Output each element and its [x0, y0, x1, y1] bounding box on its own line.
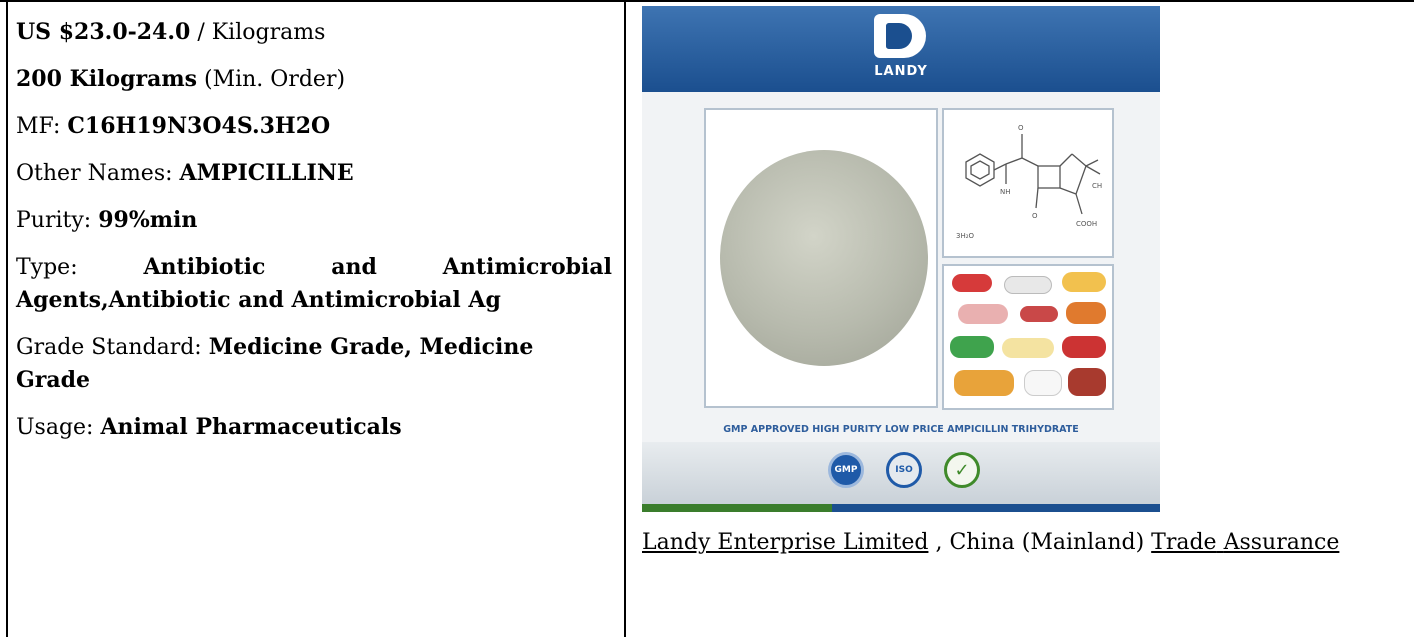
type-value-word2: and — [331, 254, 377, 280]
grade-row-line1: Grade Standard: Medicine Grade, Medicine — [16, 331, 612, 364]
trade-word: Trade — [1151, 530, 1217, 555]
usage-value: Animal Pharmaceuticals — [100, 414, 402, 440]
landy-logo-icon — [874, 14, 926, 58]
other-names-label: Other Names: — [16, 161, 173, 186]
company-link[interactable]: Landy Enterprise Limited — [642, 530, 929, 555]
pill-icon — [1066, 302, 1106, 324]
min-order-row: 200 Kilograms (Min. Order) — [16, 63, 612, 96]
structure-icon: O NH O COOH CH 3H₂O — [956, 124, 1102, 240]
pill-icon — [1062, 336, 1106, 358]
assurance-word: Assurance — [1223, 530, 1340, 555]
min-order-value: 200 Kilograms — [16, 66, 197, 92]
pill-icon — [1002, 338, 1054, 358]
mf-label: MF: — [16, 114, 61, 139]
pill-icon — [1062, 272, 1106, 292]
svg-text:NH: NH — [1000, 188, 1011, 196]
gmp-badge-icon: GMP — [828, 452, 864, 488]
grade-value-line2: Grade — [16, 367, 91, 393]
type-label: Type: — [16, 255, 78, 280]
product-image-cell: LANDY — [632, 6, 1408, 560]
tablets-photo — [942, 264, 1114, 410]
mf-value: C16H19N3O4S.3H2O — [67, 113, 331, 139]
table-column-divider — [624, 2, 626, 637]
supplier-line: Landy Enterprise Limited , China (Mainla… — [642, 526, 1408, 560]
grade-value-line1: Medicine Grade, Medicine — [208, 334, 534, 360]
pill-icon — [952, 274, 992, 292]
supplier-location: China (Mainland) — [949, 530, 1145, 555]
pill-icon — [950, 336, 994, 358]
image-bottom-bar — [642, 504, 1160, 512]
mf-row: MF: C16H19N3O4S.3H2O — [16, 110, 612, 143]
iso-badge-icon: ISO — [886, 452, 922, 488]
image-caption: GMP APPROVED HIGH PURITY LOW PRICE AMPIC… — [723, 424, 1079, 435]
svg-text:3H₂O: 3H₂O — [956, 232, 975, 240]
usage-label: Usage: — [16, 415, 94, 440]
powder-pile — [720, 150, 928, 366]
pill-icon — [958, 304, 1008, 324]
product-image[interactable]: LANDY — [642, 6, 1160, 512]
type-value-word1: Antibiotic — [143, 254, 266, 280]
pill-icon — [1020, 306, 1058, 322]
purity-label: Purity: — [16, 208, 92, 233]
product-details-cell: US $23.0-24.0 / Kilograms 200 Kilograms … — [16, 16, 612, 444]
purity-value: 99%min — [98, 207, 198, 233]
grade-label: Grade Standard: — [16, 335, 202, 360]
pill-icon — [954, 370, 1014, 396]
price-row: US $23.0-24.0 / Kilograms — [16, 16, 612, 49]
other-names-row: Other Names: AMPICILLINE — [16, 157, 612, 190]
type-value-word3: Antimicrobial — [442, 254, 612, 280]
svg-text:O: O — [1032, 212, 1038, 220]
grade-row-line2: Grade — [16, 364, 612, 397]
separator: , — [935, 530, 943, 555]
pill-icon — [1024, 370, 1062, 396]
purity-row: Purity: 99%min — [16, 204, 612, 237]
pill-icon — [1068, 368, 1106, 396]
pill-icon — [1004, 276, 1052, 294]
price-unit: / Kilograms — [197, 20, 326, 45]
type-value-line2: Agents,Antibiotic and Antimicrobial Ag — [16, 287, 501, 313]
usage-row: Usage: Animal Pharmaceuticals — [16, 411, 612, 444]
type-row-line2: Agents,Antibiotic and Antimicrobial Ag — [16, 284, 612, 317]
powder-photo — [704, 108, 938, 408]
svg-text:CH: CH — [1092, 182, 1102, 190]
table-left-border — [6, 2, 8, 637]
min-order-note: (Min. Order) — [203, 67, 346, 92]
price-value: US $23.0-24.0 — [16, 19, 191, 45]
trade-assurance-link[interactable]: Trade Assurance — [1151, 530, 1339, 555]
logo-text: LANDY — [874, 64, 928, 79]
type-row-line1: Type: Antibiotic and Antimicrobial — [16, 251, 612, 284]
other-names-value: AMPICILLINE — [179, 160, 354, 186]
chemical-structure-diagram: O NH O COOH CH 3H₂O — [942, 108, 1114, 258]
svg-text:O: O — [1018, 124, 1024, 132]
reach-badge-icon: ✓ — [944, 452, 980, 488]
svg-text:COOH: COOH — [1076, 220, 1097, 228]
